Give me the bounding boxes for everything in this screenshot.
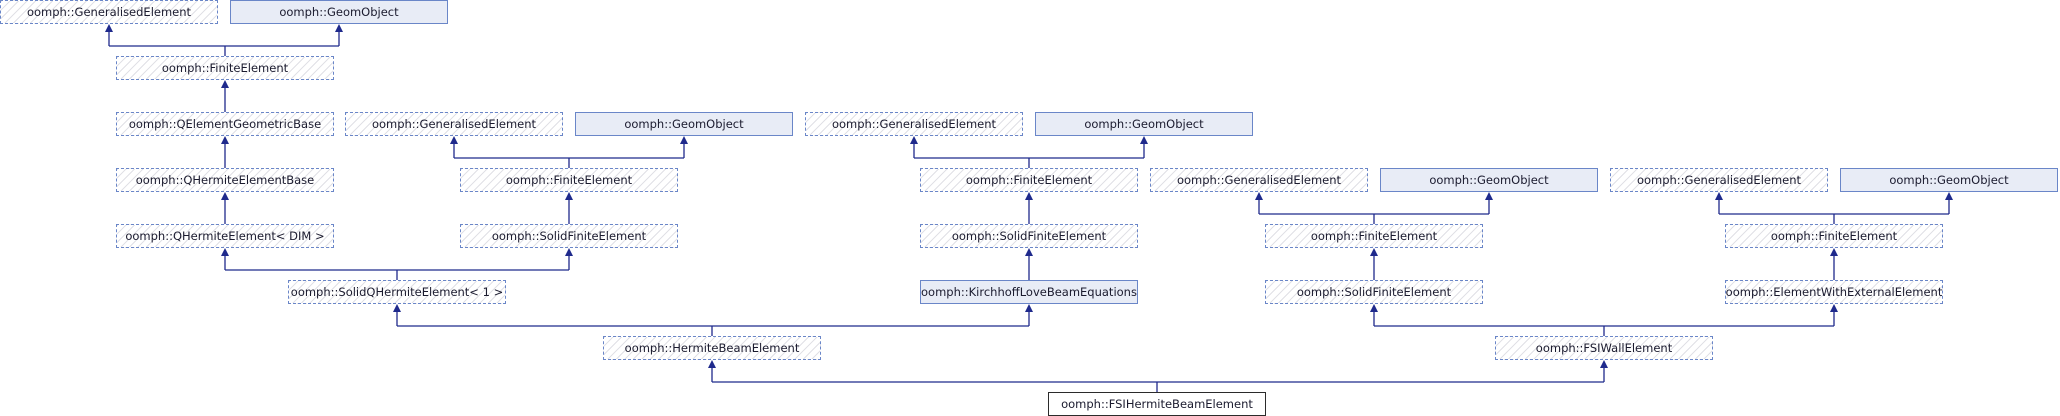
edge-arrowhead	[393, 304, 401, 312]
node-finite-element-1[interactable]: oomph::FiniteElement	[116, 56, 334, 80]
node-geom-object-4[interactable]: oomph::GeomObject	[1380, 168, 1598, 192]
edge-arrowhead	[1025, 248, 1033, 256]
node-geom-object-2[interactable]: oomph::GeomObject	[575, 112, 793, 136]
edge-arrowhead	[1715, 192, 1723, 200]
node-generalised-element-2[interactable]: oomph::GeneralisedElement	[345, 112, 563, 136]
edge-arrowhead	[680, 136, 688, 144]
node-solid-finite-element-1[interactable]: oomph::SolidFiniteElement	[460, 224, 678, 248]
node-finite-element-4[interactable]: oomph::FiniteElement	[1265, 224, 1483, 248]
node-fsi-wall-element[interactable]: oomph::FSIWallElement	[1495, 336, 1713, 360]
node-hermite-beam-element[interactable]: oomph::HermiteBeamElement	[603, 336, 821, 360]
node-geom-object-5[interactable]: oomph::GeomObject	[1840, 168, 2058, 192]
node-finite-element-3[interactable]: oomph::FiniteElement	[920, 168, 1138, 192]
node-finite-element-2[interactable]: oomph::FiniteElement	[460, 168, 678, 192]
edge-arrowhead	[221, 248, 229, 256]
edge-arrowhead	[565, 248, 573, 256]
edge-arrowhead	[1025, 304, 1033, 312]
node-qhermite-element-dim[interactable]: oomph::QHermiteElement< DIM >	[116, 224, 334, 248]
edge-arrowhead	[335, 24, 343, 32]
edge-arrowhead	[1370, 248, 1378, 256]
node-qhermite-element-base[interactable]: oomph::QHermiteElementBase	[116, 168, 334, 192]
node-generalised-element-4[interactable]: oomph::GeneralisedElement	[1150, 168, 1368, 192]
edge-arrowhead	[1830, 248, 1838, 256]
edge-arrowhead	[105, 24, 113, 32]
node-fsi-hermite-beam-element[interactable]: oomph::FSIHermiteBeamElement	[1048, 392, 1266, 416]
node-solid-finite-element-2[interactable]: oomph::SolidFiniteElement	[920, 224, 1138, 248]
edge-arrowhead	[1945, 192, 1953, 200]
edge-arrowhead	[1600, 360, 1608, 368]
node-kirchhoff-love-beam-equations[interactable]: oomph::KirchhoffLoveBeamEquations	[920, 280, 1138, 304]
node-finite-element-5[interactable]: oomph::FiniteElement	[1725, 224, 1943, 248]
edge-arrowhead	[910, 136, 918, 144]
node-generalised-element-5[interactable]: oomph::GeneralisedElement	[1610, 168, 1828, 192]
edge-arrowhead	[565, 192, 573, 200]
edge-arrowhead	[1140, 136, 1148, 144]
node-qelement-geometric-base[interactable]: oomph::QElementGeometricBase	[116, 112, 334, 136]
node-generalised-element-1[interactable]: oomph::GeneralisedElement	[0, 0, 218, 24]
node-geom-object-1[interactable]: oomph::GeomObject	[230, 0, 448, 24]
edge-arrowhead	[1830, 304, 1838, 312]
edge-arrowhead	[708, 360, 716, 368]
edge-arrowhead	[1255, 192, 1263, 200]
edge-arrowhead	[1370, 304, 1378, 312]
edge-arrowhead	[221, 136, 229, 144]
edge-arrowhead	[450, 136, 458, 144]
edge-arrowhead	[221, 192, 229, 200]
node-geom-object-3[interactable]: oomph::GeomObject	[1035, 112, 1253, 136]
node-generalised-element-3[interactable]: oomph::GeneralisedElement	[805, 112, 1023, 136]
edge-arrowhead	[221, 80, 229, 88]
edge-arrowhead	[1485, 192, 1493, 200]
node-solid-finite-element-3[interactable]: oomph::SolidFiniteElement	[1265, 280, 1483, 304]
node-element-with-external-element[interactable]: oomph::ElementWithExternalElement	[1725, 280, 1943, 304]
edge-arrowhead	[1025, 192, 1033, 200]
node-solid-qhermite-element-1[interactable]: oomph::SolidQHermiteElement< 1 >	[288, 280, 506, 304]
